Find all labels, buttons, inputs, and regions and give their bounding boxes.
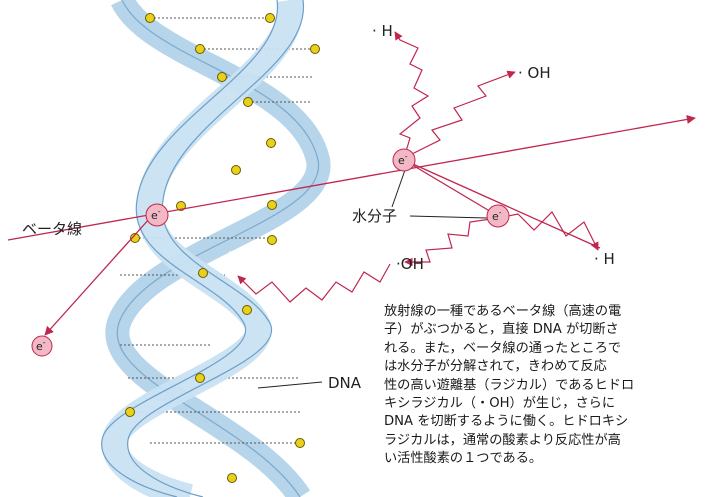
description-line: DNA を切断するように働く。ヒドロキシ [384,413,704,431]
description-line: れる。また，ベータ線の通ったところで [384,340,704,358]
nucleotide [199,269,208,278]
nucleotide [296,439,305,448]
description-line: ラジカルは，通常の酸素より反応性が高 [384,432,704,450]
nucleotide [311,45,320,54]
nucleotide [243,306,252,315]
dna-helix [102,0,320,497]
description-text: 放射線の一種であるベータ線（高速の電 子）がぶつかると，直接 DNA が切断さ … [384,303,704,469]
nucleotide [267,139,276,148]
nucleotide [268,201,277,210]
electron-scattered: e- [32,336,52,356]
oh-radical-label-mid: ·OH [396,255,424,273]
nucleotide [196,45,205,54]
h-radical-path-top [395,32,428,158]
h-radical-label-right: · H [594,250,615,268]
water-split-line [404,160,498,216]
water-molecule-label: 水分子 [352,207,397,225]
electron-water-top: e- [393,149,415,171]
dna-label: DNA [328,374,362,392]
nucleotide [268,236,277,245]
nucleotide [196,374,205,383]
description-line: キシラジカル（・OH）が生じ，さらに [384,395,704,413]
description-line: 放射線の一種であるベータ線（高速の電 [384,303,704,321]
electron-on-dna: e- [146,204,168,226]
beta-to-water-line [404,160,600,248]
oh-radical-path-top [404,72,515,158]
description-line: 子）がぶつかると，直接 DNA が切断さ [384,321,704,339]
h-radical-label-top: · H [372,22,393,40]
nucleotide [146,14,155,23]
oh-radical-label-top: · OH [518,64,551,82]
electron-water-right: e- [487,205,509,227]
nucleotide [244,98,253,107]
nucleotide [266,14,275,23]
beta-ray-label: ベータ線 [22,220,82,238]
h-radical-path-right [498,212,598,250]
nucleotide [218,73,227,82]
description-line: い活性酸素の１つである。 [384,450,704,468]
oh-attack-path [238,264,390,302]
nucleotide [126,408,135,417]
description-line: は水分子が分解されて，きわめて反応 [384,358,704,376]
dna-pointer-line [258,382,322,388]
nucleotide [232,166,241,175]
description-line: 性の高い遊離基（ラジカル）であるヒドロ [384,377,704,395]
nucleotide [228,474,237,483]
